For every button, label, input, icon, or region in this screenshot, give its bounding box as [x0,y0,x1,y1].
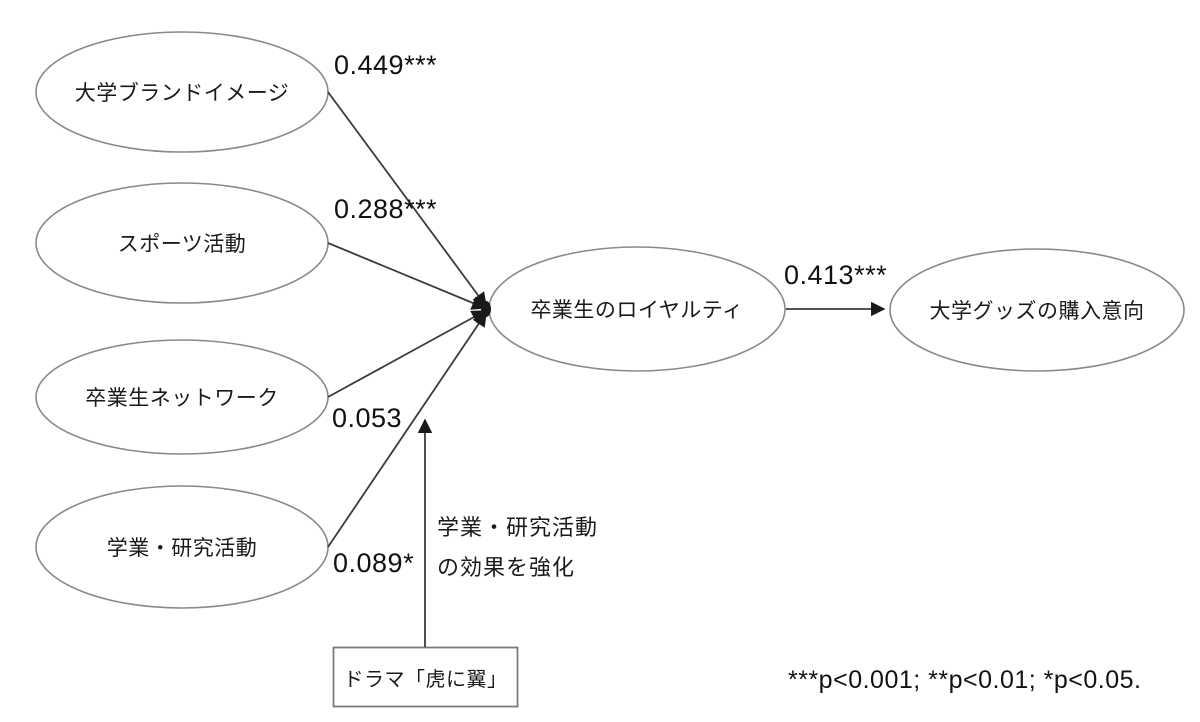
moderation-annotation: 学業・研究活動 の効果を強化 [437,508,598,588]
ellipse-purchase [889,248,1185,372]
rect-drama [332,646,519,708]
coefficient-loyalty-to-purchase: 0.413*** [784,260,888,290]
arrowhead-cluster-blob [481,301,491,317]
ellipse-loyalty [488,246,786,372]
moderation-annotation-line1: 学業・研究活動 [437,515,599,540]
ellipse-sports [35,182,329,304]
coefficient-academic-to-loyalty: 0.089* [333,548,415,578]
moderation-annotation-line2: の効果を強化 [437,555,576,580]
coefficient-brand-to-loyalty: 0.449*** [334,50,438,80]
significance-footnote: ***p<0.001; **p<0.01; *p<0.05. [788,666,1142,694]
coefficient-network-to-loyalty: 0.053 [332,403,403,433]
coefficient-sports-to-loyalty: 0.288*** [334,194,438,224]
edge-network-to-loyalty [327,310,487,398]
ellipse-academic [35,485,329,609]
edge-brand-to-loyalty [327,91,487,308]
ellipse-brand [35,31,329,153]
edge-sports-to-loyalty [327,242,487,310]
edge-academic-to-loyalty [327,311,487,548]
ellipse-network [35,339,329,455]
